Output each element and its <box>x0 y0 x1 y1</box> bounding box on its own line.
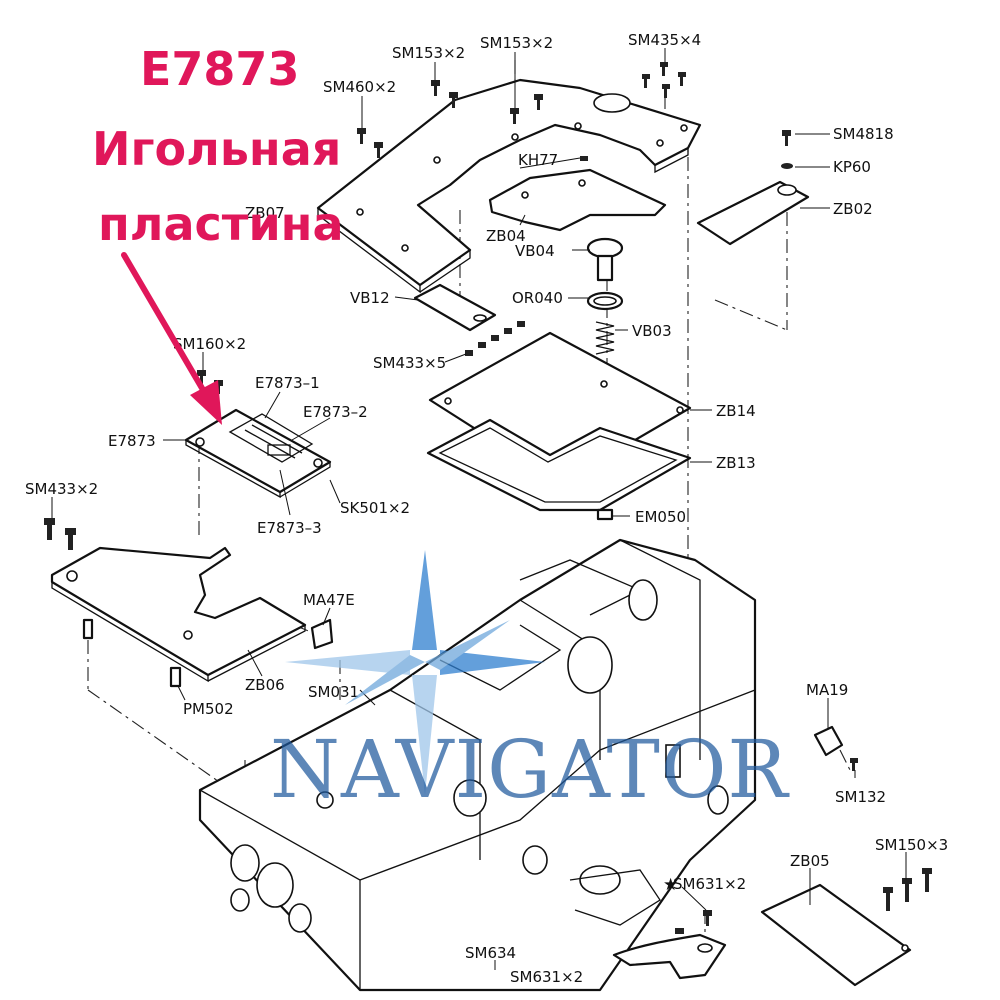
navigator-watermark: NAVIGATOR <box>270 550 790 816</box>
label-ma47e: MA47E <box>303 591 355 609</box>
compass-star-icon <box>285 550 545 795</box>
watermark-text: NAVIGATOR <box>270 723 790 816</box>
label-sm634: SM634 <box>465 944 516 962</box>
machine-bed <box>198 538 757 992</box>
plate-zb05 <box>760 883 912 987</box>
pin-left <box>82 618 94 640</box>
label-sm150-3: SM150×3 <box>875 836 948 854</box>
label-pm502: PM502 <box>183 700 234 718</box>
label-zb07: ZB07 <box>245 204 285 222</box>
label-e7873-1: E7873–1 <box>255 374 320 392</box>
label-vb03: VB03 <box>632 322 672 340</box>
pointer-arrow <box>121 252 222 425</box>
label-sm433-2: SM433×2 <box>25 480 98 498</box>
pin-pm502 <box>169 666 182 688</box>
label-sm435-4: SM435×4 <box>628 31 701 49</box>
label-or040: OR040 <box>512 289 563 307</box>
title-code: E7873 <box>140 42 299 96</box>
clip-em050 <box>596 508 614 521</box>
annotation: E7873 Игольная пластина <box>92 42 344 425</box>
label-sk501-2: SK501×2 <box>340 499 410 517</box>
part-labels: SM153×2 SM153×2 SM435×4 SM460×2 SM4818 K… <box>25 31 948 986</box>
label-zb13: ZB13 <box>716 454 756 472</box>
label-kh77: KH77 <box>518 151 558 169</box>
label-sm132: SM132 <box>835 788 886 806</box>
star-icon: ★ <box>663 875 678 895</box>
label-sm631-2a: SM631×2 <box>673 875 746 893</box>
label-sm460-2: SM460×2 <box>323 78 396 96</box>
label-sm433-5: SM433×5 <box>373 354 446 372</box>
label-kp60: KP60 <box>833 158 871 176</box>
label-zb14: ZB14 <box>716 402 756 420</box>
plate-zb02 <box>696 180 810 246</box>
label-zb05: ZB05 <box>790 852 830 870</box>
label-e7873: E7873 <box>108 432 156 450</box>
label-sm4818: SM4818 <box>833 125 894 143</box>
label-vb12: VB12 <box>350 289 390 307</box>
plate-zb06 <box>50 546 307 683</box>
label-sm153-2b: SM153×2 <box>480 34 553 52</box>
spring-vb03 <box>595 321 615 355</box>
label-zb02: ZB02 <box>833 200 873 218</box>
label-ma19: MA19 <box>806 681 848 699</box>
label-sm160-2: SM160×2 <box>173 335 246 353</box>
label-sm631-2b: SM631×2 <box>510 968 583 986</box>
gasket-zb13 <box>426 418 692 512</box>
label-zb04: ZB04 <box>486 227 526 245</box>
valve-assembly <box>586 237 624 355</box>
needle-plate-e7873[interactable] <box>184 408 332 499</box>
leader-lines <box>51 48 907 970</box>
label-em050: EM050 <box>635 508 686 526</box>
label-sm031: SM031 <box>308 683 359 701</box>
bracket-vb12 <box>413 283 497 332</box>
label-sm153-2a: SM153×2 <box>392 44 465 62</box>
label-e7873-3: E7873–3 <box>257 519 322 537</box>
bracket-ma47e <box>310 618 334 650</box>
label-e7873-2: E7873–2 <box>303 403 368 421</box>
title-line1: Игольная <box>92 122 341 176</box>
top-cover-zb07 <box>316 78 702 294</box>
title-line2: пластина <box>98 197 344 251</box>
block-ma19 <box>813 725 844 757</box>
lever-sm634 <box>612 933 727 980</box>
cover-zb04 <box>488 168 667 232</box>
label-zb06: ZB06 <box>245 676 285 694</box>
label-vb04: VB04 <box>515 242 555 260</box>
